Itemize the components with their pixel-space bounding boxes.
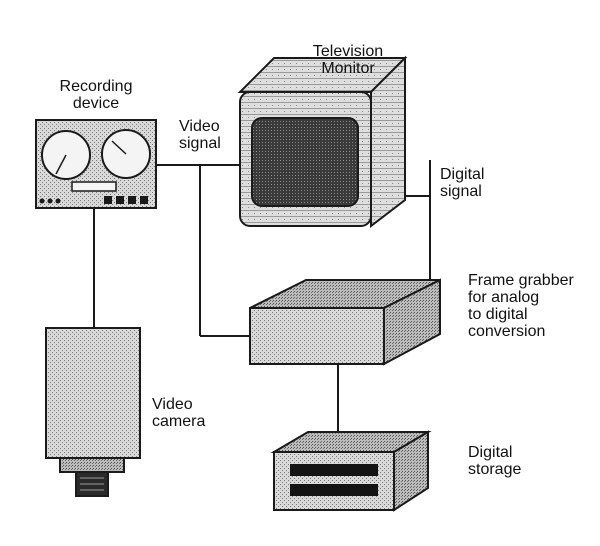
recording-device: [35, 119, 157, 209]
television-monitor-label: Television Monitor: [300, 43, 396, 77]
digital-storage-label-line1: Digital: [468, 444, 513, 461]
video-camera: [45, 327, 141, 497]
frame-grabber-label: Frame grabber for analog to digital conv…: [468, 272, 574, 340]
video-camera-label-line2: camera: [152, 413, 206, 430]
frame-grabber-label-line3: to digital: [468, 306, 528, 323]
video-signal-label-line1: Video: [179, 118, 220, 135]
recording-device-label: Recording device: [48, 78, 144, 112]
digital-signal-label-line1: Digital: [440, 166, 485, 183]
television-monitor-label-line1: Television: [312, 43, 384, 60]
digital-signal-label-line2: signal: [440, 183, 482, 200]
video-signal-label: Video signal: [179, 118, 221, 152]
video-signal-label-line2: signal: [179, 135, 221, 152]
frame-grabber-label-line1: Frame grabber: [468, 272, 574, 289]
digital-storage-label: Digital storage: [468, 444, 521, 478]
digital-storage: [270, 430, 432, 512]
digital-storage-label-line2: storage: [468, 461, 522, 478]
television-monitor: [237, 55, 408, 229]
television-monitor-label-line2: Monitor: [321, 60, 375, 77]
digital-signal-label: Digital signal: [440, 166, 484, 200]
video-camera-label: Video camera: [152, 396, 205, 430]
monitor-screen: [251, 117, 359, 207]
frame-grabber-label-line2: for analog: [468, 289, 540, 306]
frame-grabber-label-line4: conversion: [468, 323, 546, 340]
recording-device-label-line1: Recording: [59, 78, 133, 95]
storage-slot-top: [290, 464, 378, 476]
storage-slot-bottom: [290, 484, 378, 496]
recording-device-label-line2: device: [72, 95, 120, 112]
frame-grabber: [249, 278, 441, 366]
video-camera-label-line1: Video: [152, 396, 193, 413]
